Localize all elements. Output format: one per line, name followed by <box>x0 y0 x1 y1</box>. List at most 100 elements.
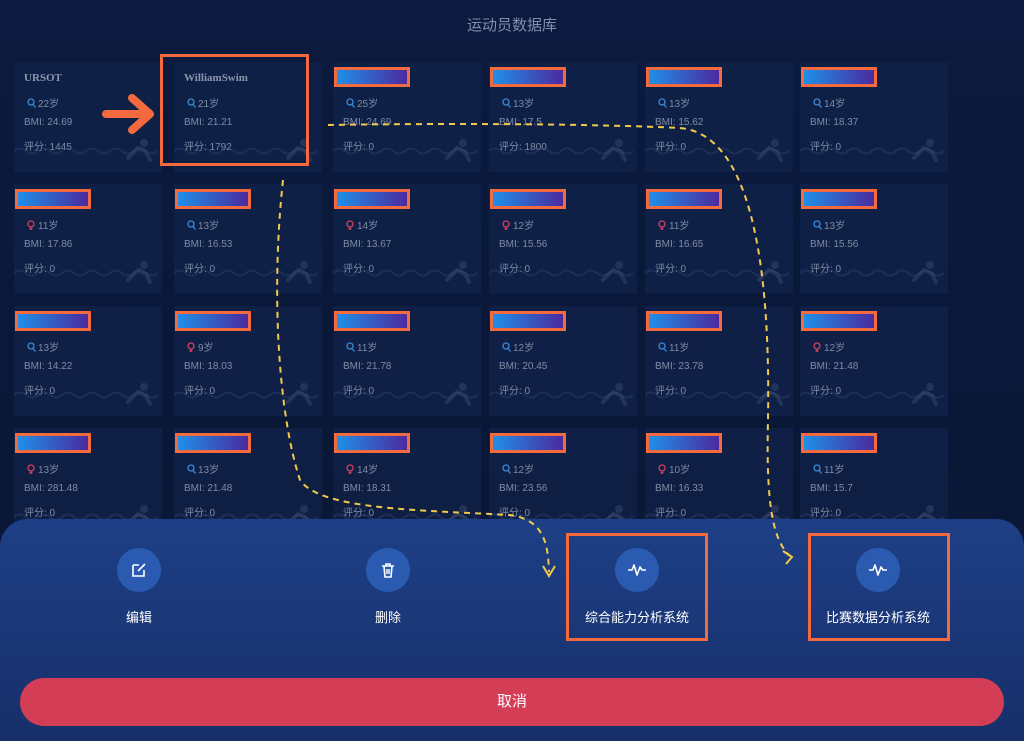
cancel-button[interactable]: 取消 <box>20 678 1004 726</box>
athlete-name-placeholder <box>646 311 722 331</box>
athlete-name-placeholder <box>490 433 566 453</box>
delete-label: 删除 <box>374 610 401 625</box>
athlete-age: 14岁 <box>345 461 378 476</box>
athlete-name-placeholder <box>490 311 566 331</box>
swimmer-watermark-icon <box>601 261 627 284</box>
athlete-name-placeholder <box>175 311 251 331</box>
athlete-score: 评分: 0 <box>184 264 216 275</box>
athlete-age: 14岁 <box>812 95 845 110</box>
female-icon <box>187 341 195 352</box>
athlete-age-text: 12岁 <box>513 343 535 354</box>
athlete-bmi: BMI: 23.56 <box>499 483 548 494</box>
athlete-score: 评分: 1445 <box>24 142 72 153</box>
male-icon <box>346 97 355 108</box>
athlete-age-text: 13岁 <box>513 99 535 110</box>
athlete-score: 评分: 0 <box>810 508 842 519</box>
male-icon <box>658 97 667 108</box>
athlete-age-text: 10岁 <box>669 465 691 476</box>
male-icon <box>27 341 36 352</box>
female-icon <box>346 219 354 230</box>
male-icon <box>187 219 196 230</box>
athlete-card[interactable]: 14岁 BMI: 18.37 评分: 0 <box>800 62 948 172</box>
swimmer-watermark-icon <box>445 383 471 406</box>
athlete-score: 评分: 0 <box>810 264 842 275</box>
wave-decoration <box>800 147 945 155</box>
athlete-age: 12岁 <box>501 217 534 232</box>
match-analysis-label: 比赛数据分析系统 <box>825 610 930 625</box>
athlete-name-placeholder <box>15 189 91 209</box>
athlete-name-placeholder <box>490 67 566 87</box>
athlete-name-placeholder <box>646 67 722 87</box>
athlete-bmi: BMI: 14.22 <box>24 361 73 372</box>
page-title: 运动员数据库 <box>466 17 557 34</box>
athlete-score: 评分: 0 <box>184 386 216 397</box>
athlete-name-placeholder <box>801 189 877 209</box>
athlete-age-text: 13岁 <box>198 465 220 476</box>
athlete-age-text: 13岁 <box>198 221 220 232</box>
wave-decoration <box>800 391 945 399</box>
athlete-bmi: BMI: 15.56 <box>499 239 548 250</box>
athlete-bmi: BMI: 18.37 <box>810 117 859 128</box>
male-icon <box>813 463 822 474</box>
athlete-age: 12岁 <box>501 339 534 354</box>
athlete-bmi: BMI: 281.48 <box>24 483 78 494</box>
female-icon <box>27 463 35 474</box>
athlete-bmi: BMI: 24.69 <box>24 117 73 128</box>
athlete-age: 25岁 <box>345 95 378 110</box>
edit-label: 编辑 <box>125 610 152 625</box>
athlete-name-placeholder <box>490 189 566 209</box>
athlete-bmi: BMI: 21.78 <box>343 361 392 372</box>
athlete-age: 14岁 <box>345 217 378 232</box>
athlete-bmi: BMI: 16.65 <box>655 239 704 250</box>
athlete-card[interactable]: 13岁 BMI: 16.53 评分: 0 <box>174 184 322 294</box>
wave-decoration <box>14 269 159 277</box>
selected-card-highlight <box>160 54 309 166</box>
athlete-age-text: 11岁 <box>357 343 378 354</box>
athlete-bmi: BMI: 16.53 <box>184 239 233 250</box>
athlete-bmi: BMI: 24.69 <box>343 117 392 128</box>
pointer-arrow-icon <box>102 94 154 134</box>
athlete-card[interactable]: 13岁 BMI: 15.56 评分: 0 <box>800 184 948 294</box>
edit-action[interactable]: 编辑 <box>69 548 209 626</box>
athlete-age-text: 12岁 <box>824 343 846 354</box>
athlete-age-text: 11岁 <box>669 221 690 232</box>
athlete-age: 13岁 <box>657 95 690 110</box>
athlete-score: 评分: 0 <box>24 264 56 275</box>
athlete-name-placeholder <box>334 311 410 331</box>
action-sheet: 编辑 删除 综合能力分析系统 比赛数据分析系统 取消 <box>0 519 1024 741</box>
edit-icon <box>117 548 161 592</box>
trash-icon <box>366 548 410 592</box>
delete-action[interactable]: 删除 <box>318 548 458 626</box>
athlete-bmi: BMI: 13.67 <box>343 239 392 250</box>
ability-analysis-label: 综合能力分析系统 <box>584 610 689 625</box>
swimmer-watermark-icon <box>286 261 312 284</box>
athlete-age-text: 13岁 <box>824 221 846 232</box>
swimmer-watermark-icon <box>445 261 471 284</box>
athlete-name: URSOT <box>24 72 62 84</box>
female-icon <box>502 219 510 230</box>
athlete-score: 评分: 1792 <box>184 142 232 153</box>
athlete-score: 评分: 0 <box>810 142 842 153</box>
athlete-bmi: BMI: 15.56 <box>810 239 859 250</box>
athlete-score: 评分: 0 <box>24 386 56 397</box>
athlete-age: 11岁 <box>812 461 844 476</box>
female-icon <box>813 341 821 352</box>
match-analysis-action[interactable]: 比赛数据分析系统 <box>808 548 948 626</box>
athlete-bmi: BMI: 18.31 <box>343 483 392 494</box>
athlete-bmi: BMI: 15.7 <box>810 483 853 494</box>
wave-decoration <box>174 147 319 155</box>
